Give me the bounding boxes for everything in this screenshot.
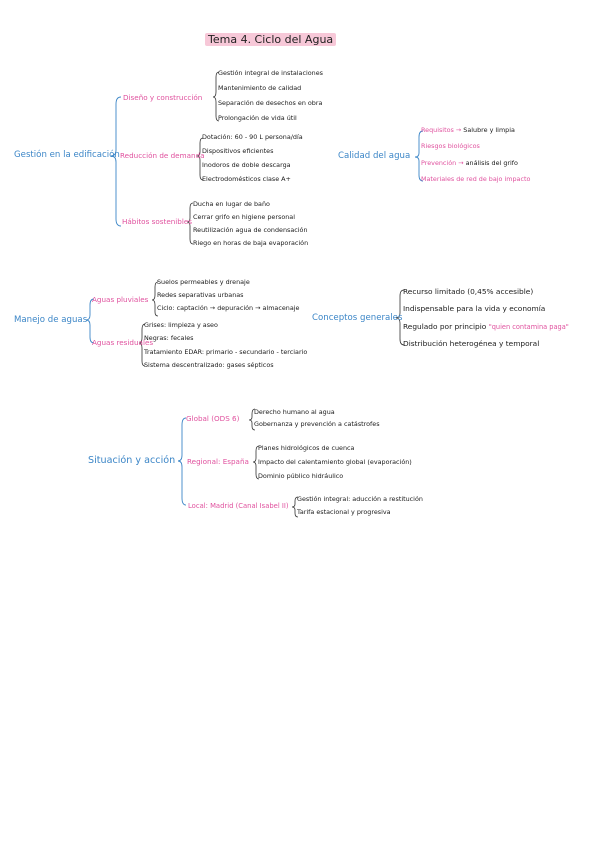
item-pluviales-1: Suelos permeables y drenaje [157,278,250,286]
brace-residuales [138,323,146,367]
item-global-1: Derecho humano al agua [254,408,335,416]
item-calidad-2-label: Riesgos biológicos [421,142,480,150]
node-situacion-accion: Situación y acción [88,455,176,466]
item-diseno-4: Prolongación de vida útil [218,114,297,122]
item-global-2: Gobernanza y prevención a catástrofes [254,420,380,428]
brace-pluviales [151,281,159,317]
item-conceptos-3: Regulado por principio "quien contamina … [403,323,569,331]
brace-global [248,408,256,431]
item-habitos-4: Riego en horas de baja evaporación [193,239,309,247]
node-gestion-edificacion: Gestión en la edificación [14,150,120,160]
item-diseno-1: Gestión integral de instalaciones [218,69,323,77]
brace-situacion [177,417,187,506]
brace-diseno [212,71,220,122]
item-calidad-3-rest: análisis del grifo [465,159,518,167]
item-diseno-2: Mantenimiento de calidad [218,84,302,92]
item-residuales-3: Tratamiento EDAR: primario - secundario … [144,348,308,356]
item-residuales-1: Grises: limpieza y aseo [144,321,218,329]
item-diseno-3: Separación de desechos en obra [218,99,323,107]
item-regional-1: Planes hidrológicos de cuenca [258,444,355,452]
item-residuales-2: Negras: fecales [144,334,194,342]
item-conceptos-2: Indispensable para la vida y economía [403,304,546,313]
item-reduccion-3: Inodoros de doble descarga [202,161,291,169]
item-residuales-4: Sistema descentralizado: gases sépticos [144,361,274,369]
node-diseno-construccion: Diseño y construcción [123,93,203,102]
node-aguas-residuales: Aguas residuales [92,338,154,347]
node-reduccion-demanda: Reducción de demanda [120,151,205,160]
brace-calidad [414,130,424,182]
item-calidad-1-label: Requisitos [421,126,454,134]
brace-reduccion [196,137,204,181]
item-pluviales-3: Ciclo: captación → depuración → almacena… [157,304,300,312]
node-calidad-agua: Calidad del agua [338,151,411,161]
node-habitos-sostenibles: Hábitos sostenibles [122,217,193,226]
brace-conceptos [395,289,405,346]
item-calidad-4-label: Materiales de red de bajo impacto [421,175,531,183]
node-manejo-aguas: Manejo de aguas [14,315,88,325]
item-local-2: Tarifa estacional y progresiva [297,508,391,516]
item-habitos-1: Ducha en lugar de baño [193,200,270,208]
item-reduccion-2: Dispositivos eficientes [202,147,274,155]
page-title: Tema 4. Ciclo del Agua [205,33,337,46]
item-regional-2: Impacto del calentamiento global (evapor… [258,458,412,466]
brace-gestion [110,96,122,227]
arrow-calidad-1: → [455,126,462,134]
item-habitos-3: Reutilización agua de condensación [193,226,308,234]
item-calidad-4: Materiales de red de bajo impacto [421,176,530,182]
item-calidad-1-rest: Salubre y limpia [463,126,515,134]
item-reduccion-1: Dotación: 60 - 90 L persona/día [202,133,303,141]
node-regional: Regional: España [187,457,249,466]
item-reduccion-4: Electrodomésticos clase A+ [202,175,291,183]
brace-habitos [186,202,194,245]
node-local: Local: Madrid (Canal Isabel II) [188,502,289,510]
item-local-1: Gestión integral: aducción a restitución [297,495,423,503]
arrow-calidad-3: → [458,159,464,167]
item-conceptos-3-quote: "quien contamina paga" [488,323,569,331]
item-calidad-1: Requisitos → Salubre y limpia [421,127,515,133]
brace-regional [252,445,260,480]
item-calidad-3: Prevención → análisis del grifo [421,160,518,166]
item-calidad-3-label: Prevención [421,159,457,167]
brace-manejo [85,298,95,344]
node-conceptos-generales: Conceptos generales [312,313,403,323]
item-conceptos-1: Recurso limitado (0,45% accesible) [403,287,534,296]
item-conceptos-4: Distribución heterogénea y temporal [403,339,540,348]
item-regional-3: Dominio público hidráulico [258,472,344,480]
item-calidad-2: Riesgos biológicos [421,143,480,149]
item-habitos-2: Cerrar grifo en higiene personal [193,213,295,221]
item-conceptos-3-text: Regulado por principio [403,322,487,331]
brace-local [291,496,299,518]
node-aguas-pluviales: Aguas pluviales [92,295,149,304]
item-pluviales-2: Redes separativas urbanas [157,291,244,299]
node-global: Global (ODS 6) [186,414,240,423]
